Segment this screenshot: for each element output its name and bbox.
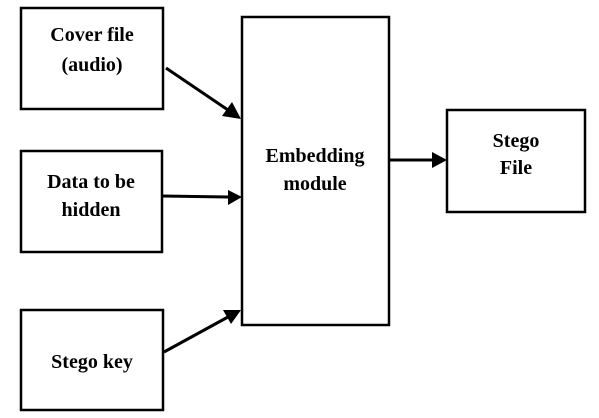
arrow-embed-to-output <box>389 152 447 168</box>
embedding-module-box: Embedding module <box>240 15 391 327</box>
embedding-module-line-1: Embedding <box>266 145 365 167</box>
cover-file-line-2: (audio) <box>61 54 122 76</box>
cover-file-box: Cover file (audio) <box>19 6 165 111</box>
stego-file-box: Stego File <box>445 108 587 214</box>
stego-file-line-1: Stego <box>493 130 540 152</box>
data-to-be-hidden-line-2: hidden <box>62 199 121 221</box>
stego-key-label: Stego key <box>51 351 133 373</box>
stego-key-box: Stego key <box>19 308 165 412</box>
arrow-cover-to-embed <box>165 66 241 119</box>
data-to-be-hidden-line-1: Data to be <box>47 171 135 193</box>
arrow-key-to-embed <box>163 310 241 354</box>
embedding-module-line-2: module <box>283 173 346 195</box>
cover-file-line-1: Cover file <box>50 24 134 46</box>
data-to-be-hidden-box: Data to be hidden <box>19 149 164 254</box>
arrow-data-to-embed <box>161 190 242 205</box>
stego-file-line-2: File <box>500 157 532 179</box>
